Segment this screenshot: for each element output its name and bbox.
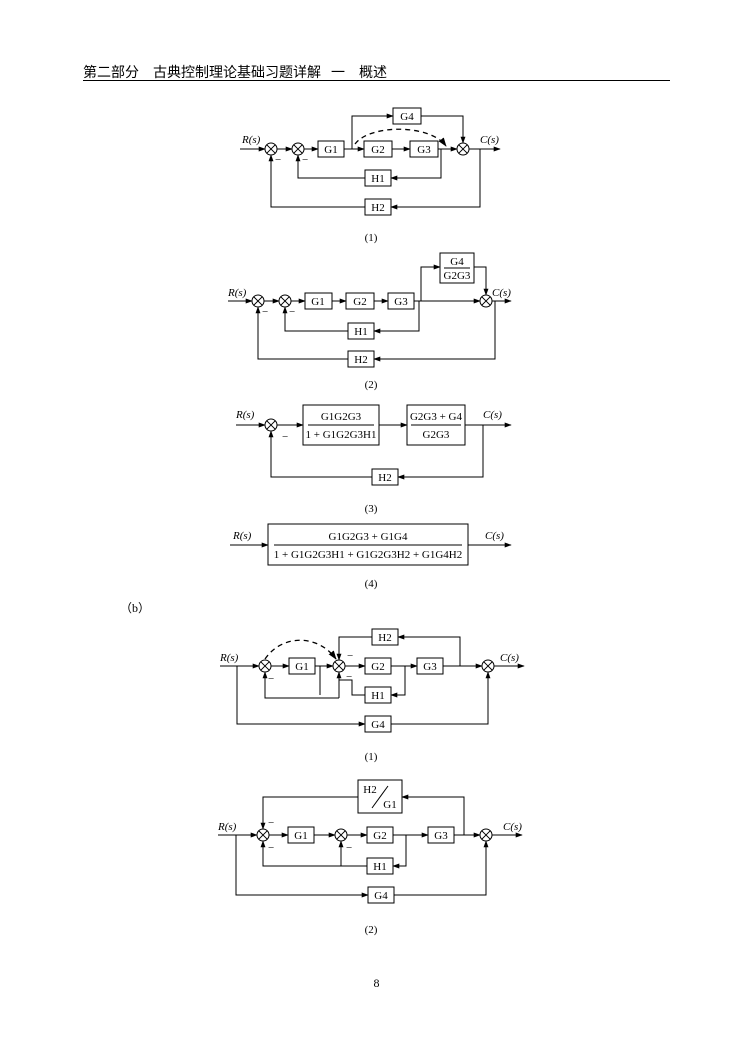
- caption-b2: (2): [365, 924, 378, 936]
- input-signal-label: R(s): [219, 652, 239, 664]
- header-section-title: 一 概述: [331, 66, 387, 81]
- block-g3-label: G3: [423, 661, 437, 673]
- block-h2-label: H2: [354, 354, 367, 366]
- block-g4-label: G4: [371, 719, 385, 731]
- move-arrow: [354, 128, 447, 147]
- diagram-a4: R(s) C(s) G1G2G3 + G1G4 1 + G1G2G3H1 + G…: [230, 523, 512, 590]
- block-g2-label: G2: [371, 661, 384, 673]
- caption-b1: (1): [365, 751, 378, 763]
- minus-sign: −: [282, 431, 288, 443]
- block-h1-label: H1: [354, 326, 367, 338]
- diagram-a2: R(s) C(s) G1 G2 G3 G4 G2G3: [227, 252, 512, 391]
- minus-sign: −: [347, 650, 353, 662]
- fraction-numerator: G4: [450, 256, 464, 268]
- block-h2-label: H2: [378, 632, 391, 644]
- input-signal-label: R(s): [217, 821, 237, 833]
- minus-sign: −: [346, 842, 352, 854]
- fraction-numerator: H2: [363, 784, 376, 796]
- fraction-denominator: G2G3: [444, 270, 471, 282]
- caption-a1: (1): [365, 232, 378, 244]
- caption-a2: (2): [365, 379, 378, 391]
- minus-sign: −: [268, 673, 274, 685]
- diagram-b1: R(s) C(s) G1 G2 G3 H2 −: [219, 628, 525, 763]
- block-g2-label: G2: [371, 144, 384, 156]
- fraction-numerator: G1G2G3 + G1G4: [329, 531, 408, 543]
- page-number: 8: [373, 976, 380, 990]
- output-signal-label: C(s): [480, 134, 499, 146]
- fraction-denominator: 1 + G1G2G3H1 + G1G2G3H2 + G1G4H2: [274, 549, 463, 561]
- block-g3-label: G3: [417, 144, 431, 156]
- output-signal-label: C(s): [483, 409, 502, 421]
- block-g3-label: G3: [394, 296, 408, 308]
- summing-junction: [264, 418, 278, 432]
- caption-a3: (3): [365, 503, 378, 515]
- block-g1-label: G1: [295, 661, 308, 673]
- summing-junction: [479, 294, 493, 308]
- minus-sign: −: [268, 842, 274, 854]
- input-signal-label: R(s): [235, 409, 255, 421]
- summing-junction: [332, 659, 346, 673]
- output-signal-label: C(s): [503, 821, 522, 833]
- block-g1-label: G1: [311, 296, 324, 308]
- diagram-a1: R(s) C(s) G1 G2 G3 G4: [240, 107, 501, 244]
- summing-junction: [291, 142, 305, 156]
- block-h1-label: H1: [373, 861, 386, 873]
- block-h2-label: H2: [371, 202, 384, 214]
- input-signal-label: R(s): [241, 134, 261, 146]
- block-g1-label: G1: [324, 144, 337, 156]
- output-signal-label: C(s): [492, 287, 511, 299]
- output-signal-label: C(s): [500, 652, 519, 664]
- summing-junction: [479, 828, 493, 842]
- move-arrow: [264, 639, 337, 660]
- minus-sign: −: [302, 154, 308, 166]
- fraction-numerator: G2G3 + G4: [410, 411, 463, 423]
- minus-sign: −: [268, 817, 274, 829]
- block-g2-label: G2: [373, 830, 386, 842]
- minus-sign: −: [262, 306, 268, 318]
- diagram-a3: R(s) C(s) G1G2G3 1 + G1G2G3H1 G2G3 + G4 …: [235, 404, 512, 515]
- input-signal-label: R(s): [232, 530, 252, 542]
- summing-junction: [256, 828, 270, 842]
- input-signal-label: R(s): [227, 287, 247, 299]
- output-signal-label: C(s): [485, 530, 504, 542]
- section-b-label: （b）: [120, 601, 150, 615]
- summing-junction: [334, 828, 348, 842]
- fraction-denominator: 1 + G1G2G3H1: [306, 429, 377, 441]
- summing-junction: [456, 142, 470, 156]
- caption-a4: (4): [365, 578, 378, 590]
- block-g2-label: G2: [353, 296, 366, 308]
- minus-sign: −: [289, 306, 295, 318]
- fraction-numerator: G1G2G3: [321, 411, 362, 423]
- page-header: 第二部分 古典控制理论基础习题详解 一 概述: [83, 60, 670, 81]
- block-g4-label: G4: [400, 111, 414, 123]
- block-g4-label: G4: [374, 890, 388, 902]
- block-h1-label: H1: [371, 690, 384, 702]
- fraction-denominator: G2G3: [423, 429, 450, 441]
- diagram-b2: R(s) C(s) G1 G2 G3 H2 G1 −: [217, 779, 523, 936]
- block-g1-label: G1: [294, 830, 307, 842]
- minus-sign: −: [346, 671, 352, 683]
- block-h2-label: H2: [378, 472, 391, 484]
- block-h1-label: H1: [371, 173, 384, 185]
- fraction-denominator: G1: [383, 799, 396, 811]
- header-rule: [83, 80, 670, 81]
- block-g3-label: G3: [434, 830, 448, 842]
- header-part-title: 第二部分 古典控制理论基础习题详解: [83, 66, 321, 81]
- summing-junction: [481, 659, 495, 673]
- summing-junction: [258, 659, 272, 673]
- minus-sign: −: [275, 154, 281, 166]
